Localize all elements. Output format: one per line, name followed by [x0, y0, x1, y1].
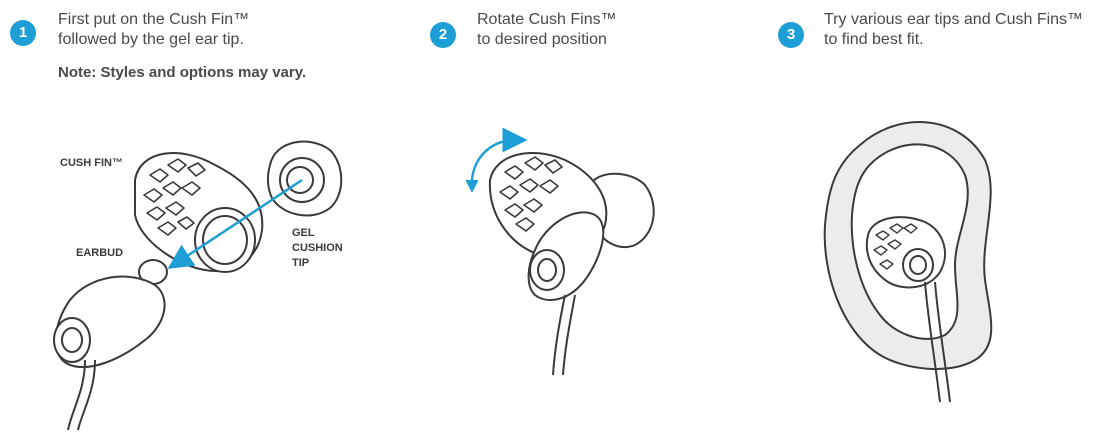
step-1-text: First put on the Cush Fin™ followed by t…	[58, 10, 249, 50]
step-1-badge: 1	[10, 20, 36, 46]
label-cush-fin: CUSH FIN™	[60, 157, 123, 169]
step-3-line-1: Try various ear tips and Cush Fins™	[824, 11, 1084, 28]
step-3-badge: 3	[778, 22, 804, 48]
step-1-line-1: First put on the Cush Fin™	[58, 11, 250, 28]
step-2-text: Rotate Cush Fins™ to desired position	[477, 10, 617, 50]
cush-fin-shape	[134, 152, 264, 273]
step-3-illustration	[823, 121, 993, 403]
gel-tip-shape	[266, 140, 343, 217]
step-3-fin	[865, 216, 946, 289]
rotate-arrow	[470, 127, 528, 189]
label-gel-3: TIP	[292, 257, 309, 269]
earbud-shape	[53, 259, 168, 431]
step-2-line-2: to desired position	[477, 31, 607, 48]
step-2-earbud	[527, 211, 605, 376]
step-1-line-2: followed by the gel ear tip.	[58, 31, 244, 48]
step-3-line-2: to find best fit.	[824, 31, 924, 48]
step-1-arrow	[167, 178, 303, 269]
label-earbud: EARBUD	[76, 247, 123, 259]
step-2-ear-tip	[589, 172, 655, 248]
step-2-badge: 2	[430, 22, 456, 48]
label-gel-1: GEL	[292, 227, 315, 239]
note-text: Note: Styles and options may vary.	[58, 64, 307, 81]
step-2-illustration	[465, 127, 655, 376]
label-gel-2: CUSHION	[292, 242, 343, 254]
step-3-text: Try various ear tips and Cush Fins™ to f…	[824, 10, 1083, 50]
step-1-illustration: CUSH FIN™ EARBUD GEL CUSHION TIP	[53, 140, 343, 431]
step-2-line-1: Rotate Cush Fins™	[477, 11, 617, 28]
